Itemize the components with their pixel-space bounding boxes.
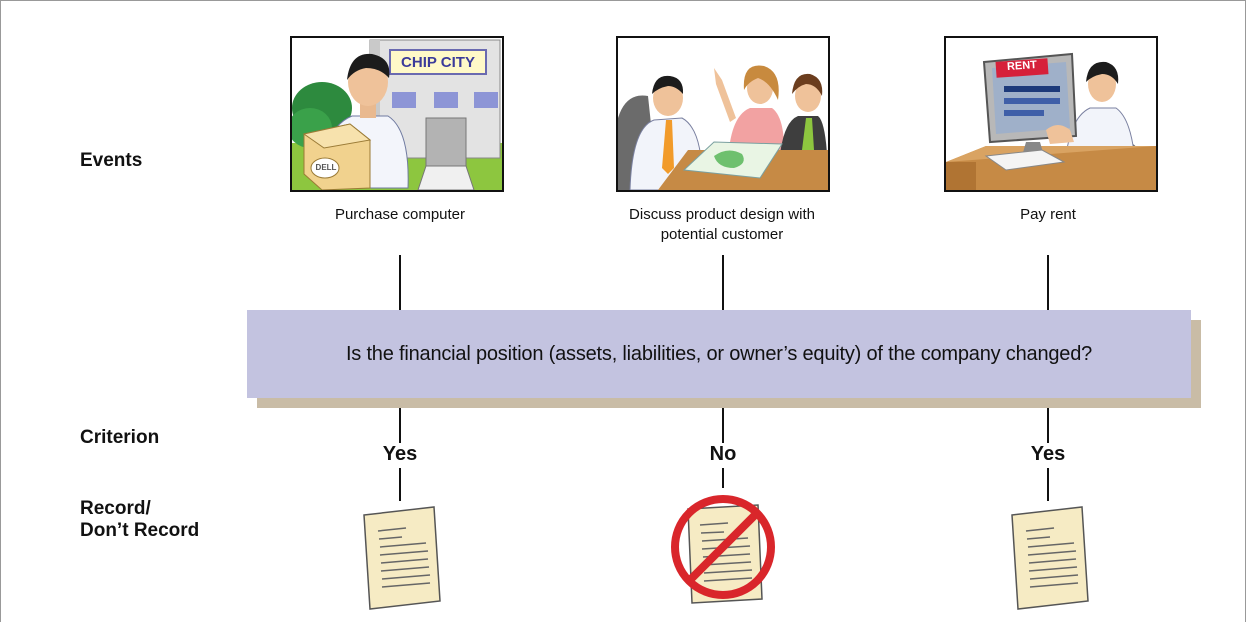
answer-yes-rent: Yes: [1030, 443, 1066, 465]
event-image-purchase-computer: CHIP CITY DELL: [290, 36, 504, 192]
event-caption-pay-rent: Pay rent: [1020, 206, 1076, 223]
row-label-record: Record/ Don’t Record: [80, 498, 199, 542]
row-label-record-line2: Don’t Record: [80, 520, 200, 541]
answer-yes-purchase: Yes: [382, 443, 418, 465]
dont-record-group: [668, 488, 778, 604]
connector-line-2-mid: [722, 408, 724, 443]
connector-line-1-bottom: [399, 468, 401, 501]
row-label-criterion: Criterion: [80, 427, 160, 448]
criterion-question: Is the financial position (assets, liabi…: [345, 342, 1093, 365]
event-caption-discuss-design-line1: Discuss product design with: [629, 206, 815, 223]
store-sign-text: CHIP CITY: [401, 54, 475, 71]
connector-line-2-bottom: [722, 468, 724, 488]
event-image-pay-rent: RENT: [944, 36, 1158, 192]
event-image-discuss-design: [616, 36, 830, 192]
row-label-record-line1: Record/: [80, 498, 151, 519]
connector-line-2-top: [722, 255, 724, 310]
row-label-events: Events: [80, 150, 143, 171]
criterion-box: Is the financial position (assets, liabi…: [247, 310, 1191, 398]
event-caption-discuss-design-line2: potential customer: [660, 226, 784, 243]
answer-no-discuss: No: [709, 443, 737, 465]
connector-line-3-top: [1047, 255, 1049, 310]
document-record-icon-3: [1011, 506, 1089, 610]
connector-line-3-mid: [1047, 408, 1049, 443]
document-record-icon-1: [363, 506, 441, 610]
prohibited-icon: [671, 495, 775, 599]
connector-line-1-top: [399, 255, 401, 310]
event-caption-discuss-design: Discuss product design with potential cu…: [602, 205, 842, 245]
box-brand-text: DELL: [315, 163, 337, 172]
event-caption-purchase-computer: Purchase computer: [334, 206, 466, 223]
connector-line-1-mid: [399, 408, 401, 443]
connector-line-3-bottom: [1047, 468, 1049, 501]
